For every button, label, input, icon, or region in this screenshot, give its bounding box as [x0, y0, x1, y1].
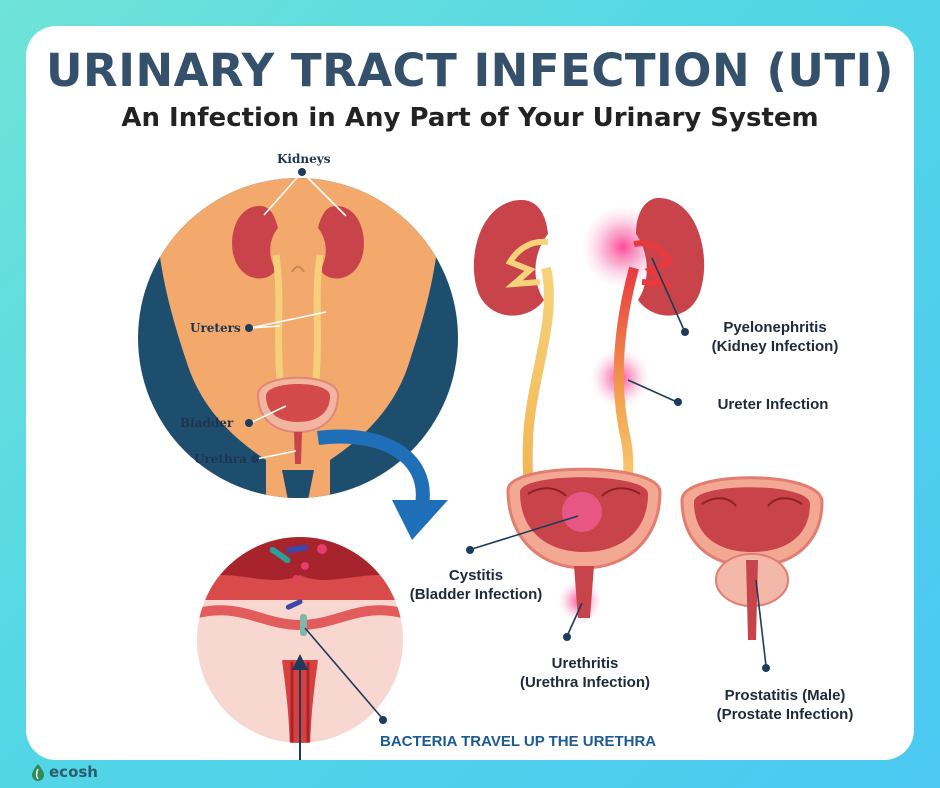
label-bladder: Bladder	[180, 416, 234, 430]
label-urethra: Urethra	[194, 452, 247, 466]
page-subtitle: An Infection in Any Part of Your Urinary…	[121, 103, 819, 133]
brand-logo: ecosh	[30, 763, 98, 781]
label-pyelonephritis: Pyelonephritis (Kidney Infection)	[711, 319, 839, 355]
label-kidneys: Kidneys	[277, 152, 331, 166]
label-ureter-infection: Ureter Infection	[717, 396, 829, 413]
urinary-system	[473, 197, 824, 640]
urethra-closeup-circle	[197, 537, 403, 760]
body-circle	[138, 178, 458, 498]
label-prostatitis: Prostatitis (Male) (Prostate Infection)	[716, 687, 854, 723]
label-cystitis: Cystitis (Bladder Infection)	[409, 567, 543, 603]
blue-curved-arrow	[317, 429, 448, 540]
brand-name: ecosh	[49, 763, 98, 781]
label-urethritis: Urethritis (Urethra Infection)	[519, 655, 650, 691]
leaf-drop-icon	[32, 764, 44, 781]
label-ureters: Ureters	[190, 321, 241, 335]
page-title: URINARY TRACT INFECTION (UTI)	[46, 44, 894, 97]
bacteria-caption: BACTERIA TRAVEL UP THE URETHRA	[380, 733, 657, 750]
